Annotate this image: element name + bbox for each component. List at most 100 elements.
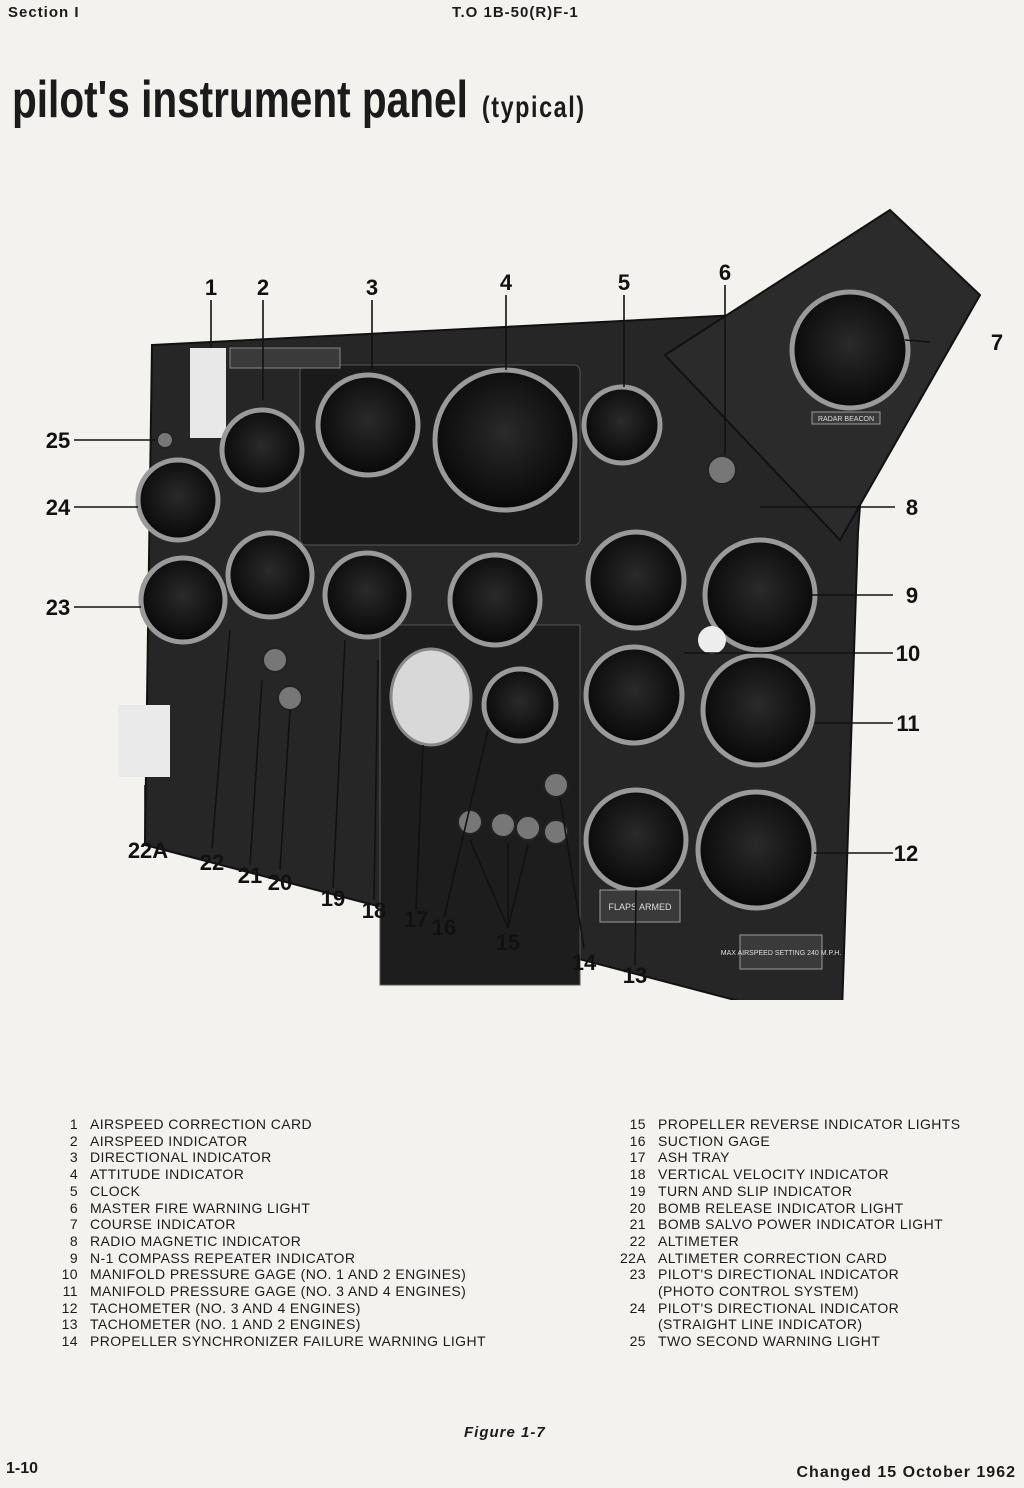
callout-14: 14: [572, 950, 597, 975]
callout-8: 8: [906, 495, 918, 520]
placard-top: [229, 347, 341, 369]
reverse-light-2: [490, 812, 516, 838]
legend-num: 22A: [620, 1249, 647, 1266]
manifold-pressure-34: [700, 652, 816, 768]
section-label: Section I: [8, 4, 80, 21]
callout-23: 23: [46, 595, 70, 620]
legend-text: AIRSPEED CORRECTION CARD: [90, 1116, 312, 1132]
legend-item: 22A ALTIMETER CORRECTION CARD: [620, 1250, 961, 1267]
legend-item: (STRAIGHT LINE INDICATOR): [620, 1316, 961, 1333]
callout-13: 13: [623, 963, 647, 988]
callout-19: 19: [321, 886, 345, 911]
legend-num: 10: [61, 1266, 78, 1283]
airspeed-correction-card: [190, 348, 226, 438]
radio-magnetic-indicator: [585, 529, 687, 631]
tachometer-12: [583, 787, 689, 893]
page-number: 1-10: [6, 1460, 39, 1477]
legend-text: ASH TRAY: [658, 1149, 730, 1166]
legend-num: [620, 1283, 646, 1300]
callout-1: 1: [205, 275, 217, 300]
radar-placard: [811, 411, 881, 425]
leader-lines: [74, 285, 931, 966]
legend-num: 7: [69, 1216, 78, 1233]
legend-text: (STRAIGHT LINE INDICATOR): [658, 1316, 863, 1333]
legend-item: 3 DIRECTIONAL INDICATOR: [52, 1149, 486, 1166]
flap-placard-text: FLAPS ARMED: [608, 902, 672, 912]
course-indicator-dial: [789, 289, 911, 411]
callout-16: 16: [432, 915, 456, 940]
legend-text: CLOCK: [90, 1182, 141, 1199]
legend-text: COURSE INDICATOR: [90, 1216, 236, 1233]
legend-num: 18: [629, 1166, 646, 1183]
callout-9: 9: [906, 583, 918, 608]
legend-text: TACHOMETER (NO. 3 AND 4 ENGINES): [90, 1299, 361, 1316]
legend-num: 22: [629, 1232, 646, 1249]
callout-22a: 22A: [128, 838, 168, 863]
legend-text: VERTICAL VELOCITY INDICATOR: [658, 1166, 889, 1183]
reverse-light-1: [457, 809, 483, 835]
callout-7: 7: [991, 330, 1003, 355]
airspeed-placard-text: MAX AIRSPEED SETTING 240 M.P.H.: [721, 950, 842, 957]
legend-text: PROPELLER REVERSE INDICATOR LIGHTS: [658, 1116, 961, 1132]
bomb-salvo-light: [262, 647, 288, 673]
pilot-directional-straight-line: [135, 457, 221, 543]
legend-text: RADIO MAGNETIC INDICATOR: [90, 1232, 302, 1249]
legend-text: ATTITUDE INDICATOR: [90, 1166, 245, 1183]
legend-item: 16 SUCTION GAGE: [620, 1133, 961, 1150]
airspeed-indicator: [219, 407, 305, 493]
legend-num: 20: [629, 1199, 646, 1216]
synchronizer-light: [543, 772, 569, 798]
ash-tray: [389, 647, 473, 747]
turn-slip-indicator: [322, 550, 412, 640]
technical-order-number: T.O 1B-50(R)F-1: [452, 4, 579, 21]
page-title: pilot's instrument panel(typical): [12, 70, 586, 130]
callout-3: 3: [366, 275, 378, 300]
legend-text: DIRECTIONAL INDICATOR: [90, 1149, 272, 1166]
callout-17: 17: [404, 907, 428, 932]
legend-num: 11: [62, 1283, 78, 1300]
vertical-velocity-indicator: [447, 552, 543, 648]
radar-placard-text: RADAR BEACON: [818, 416, 874, 423]
legend-right: 15 PROPELLER REVERSE INDICATOR LIGHTS 16 S…: [620, 1116, 961, 1350]
legend-num: 2: [69, 1132, 78, 1149]
directional-indicator: [315, 372, 421, 478]
callout-11: 11: [896, 711, 919, 736]
legend-text: (PHOTO CONTROL SYSTEM): [658, 1283, 859, 1300]
legend-item: 7 COURSE INDICATOR: [52, 1216, 486, 1233]
legend-num: 1: [69, 1116, 78, 1132]
manifold-pressure-12: [583, 644, 685, 746]
legend-item: (PHOTO CONTROL SYSTEM): [620, 1283, 961, 1300]
legend-num: 15: [629, 1116, 646, 1132]
legend-num: 24: [629, 1299, 646, 1316]
change-date: Changed 15 October 1962: [796, 1464, 1016, 1481]
legend-text: PILOT'S DIRECTIONAL INDICATOR: [658, 1266, 900, 1283]
legend-num: 16: [629, 1132, 646, 1149]
legend-item: 18 VERTICAL VELOCITY INDICATOR: [620, 1166, 961, 1183]
legend-num: [620, 1316, 646, 1333]
figure-caption: Figure 1-7: [464, 1424, 546, 1441]
callout-24: 24: [46, 495, 71, 520]
legend-text: BOMB RELEASE INDICATOR LIGHT: [658, 1199, 904, 1216]
callout-numbers: 1 2 3 4 5 6 7 8 9 10 11 12 13 14 15 16 1…: [46, 260, 1003, 988]
airspeed-placard: [739, 934, 823, 970]
legend-text: SUCTION GAGE: [658, 1132, 771, 1149]
legend-num: 21: [629, 1216, 646, 1233]
callout-20: 20: [268, 870, 292, 895]
callout-18: 18: [362, 898, 386, 923]
legend-num: 8: [69, 1232, 78, 1249]
callout-4: 4: [500, 270, 513, 295]
legend-num: 3: [69, 1149, 78, 1166]
legend-text: ALTIMETER CORRECTION CARD: [658, 1249, 888, 1266]
